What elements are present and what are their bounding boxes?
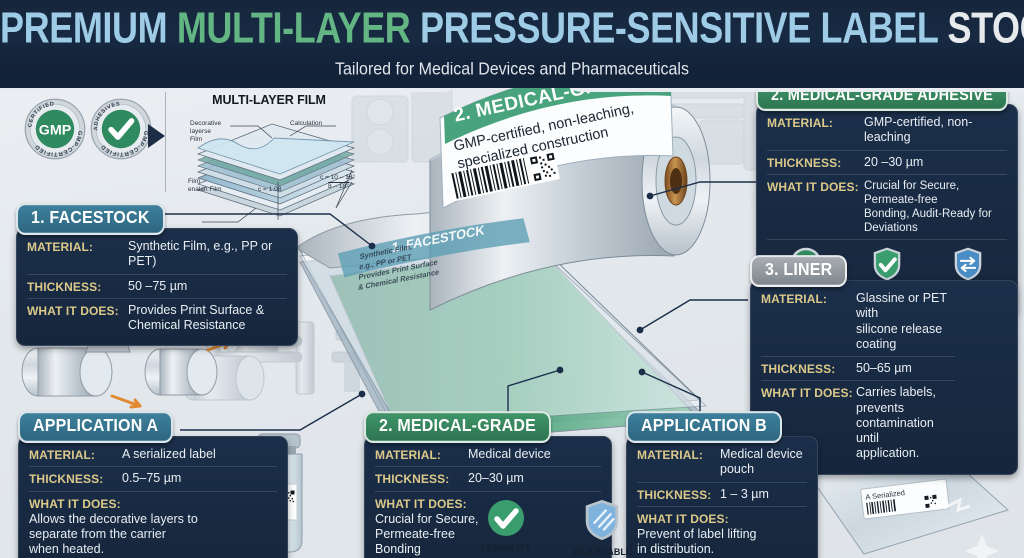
section-divider (165, 74, 166, 192)
row-value: Glassine or PET with silicone release co… (856, 291, 947, 351)
card-application-a[interactable]: APPLICATION A MATERIAL: A serialized lab… (18, 411, 288, 558)
svg-text:A Serialized: A Serialized (865, 488, 905, 502)
row-key: MATERIAL: (637, 448, 703, 462)
table-row: THICKNESS: 20–30 µm (375, 467, 601, 492)
row-value: Crucial for Secure, Permeate-free Bondin… (864, 179, 992, 234)
row-key: WHAT IT DOES: (27, 303, 119, 318)
row-key: MATERIAL: (375, 448, 441, 462)
row-value: 20 –30 µm (864, 154, 924, 169)
subtitle-bar: Tailored for Medical Devices and Pharmac… (0, 60, 1024, 88)
row-value: Crucial for Secure, Permeate-free Bondin… (375, 511, 479, 557)
row-key: WHAT IT DOES: (637, 511, 729, 526)
page-title: PREMIUM MULTI-LAYER PRESSURE-SENSITIVE L… (0, 2, 1024, 53)
table-row: WHAT IT DOES: Crucial for Secure, Permea… (767, 175, 1007, 240)
header-bar: PREMIUM MULTI-LAYER PRESSURE-SENSITIVE L… (0, 0, 1024, 62)
row-value: 1 – 3 µm (720, 486, 769, 501)
badge-caption: LEGIBILITY (481, 543, 531, 553)
row-value: A serialized label (122, 447, 216, 461)
card-application-b[interactable]: APPLICATION B MATERIAL: Medical device p… (626, 411, 818, 558)
table-row: THICKNESS: 20 –30 µm (767, 151, 1007, 175)
badge-caption: ADJUSTABLE CONSTRUCTION (566, 547, 639, 558)
table-row: WHAT IT DOES: Crucial for Secure, Permea… (375, 492, 601, 558)
row-key: MATERIAL: (29, 448, 95, 462)
badge-legibility[interactable]: LEGIBILITY (470, 498, 542, 558)
table-row: MATERIAL: Medical device (375, 443, 601, 468)
row-key: WHAT IT DOES: (375, 496, 467, 511)
row-value: Carries labels, prevents contamination u… (856, 385, 936, 461)
card-app-b-header: APPLICATION B (626, 411, 782, 443)
row-key: WHAT IT DOES: (29, 496, 121, 511)
blue-shield-icon (585, 499, 619, 541)
badge-adjustable-construction[interactable]: ADJUSTABLE CONSTRUCTION (930, 246, 1007, 308)
film-title-line2: MULTI-LAYER FILM (212, 92, 326, 107)
page-subtitle: Tailored for Medical Devices and Pharmac… (335, 60, 689, 80)
gmp-seal-icon: GMP GMP-CERTIFIED CERTIFIED (24, 98, 86, 160)
table-row: WHAT IT DOES: Provides Print Surface & C… (27, 299, 287, 338)
web-facestock-lines: Synthetic Film, e.g., PP or PET Provides… (358, 236, 441, 293)
flow-arrow-icon (148, 124, 165, 148)
table-row: THICKNESS: 50 –75 µm (27, 275, 287, 299)
row-key: THICKNESS: (761, 362, 836, 376)
card-facestock-header: 1. FACESTOCK (16, 203, 165, 235)
table-row: MATERIAL: Synthetic Film, e.g., PP or PE… (27, 235, 287, 275)
film-value-range: c = 10 – 18° 8 – 18° (320, 174, 355, 191)
table-row: THICKNESS: 0.5–75 µm (29, 467, 277, 492)
row-value: 0.5–75 µm (122, 471, 182, 486)
row-key: MATERIAL: (761, 292, 827, 306)
row-key: WHAT IT DOES: (767, 179, 859, 194)
table-row: WHAT IT DOES: Prevent of label lifting i… (637, 507, 807, 558)
row-value: 20–30 µm (468, 471, 524, 486)
row-key: THICKNESS: (637, 487, 712, 502)
row-value: 50 –75 µm (128, 278, 188, 293)
table-row: THICKNESS: 50–65 µm (761, 357, 955, 382)
card-app-a-body: MATERIAL: A serialized label THICKNESS: … (18, 436, 288, 558)
table-row: MATERIAL: GMP-certified, non-leaching (767, 111, 1007, 151)
title-part-pressure-sensitive-label: PRESSURE-SENSITIVE LABEL (420, 2, 948, 53)
card-facestock-body: MATERIAL: Synthetic Film, e.g., PP or PE… (16, 228, 298, 347)
blue-arrows-shield-icon (955, 247, 982, 281)
row-value: GMP-certified, non-leaching (864, 115, 973, 145)
card-liner-header: 3. LINER (750, 255, 848, 287)
row-key: THICKNESS: (29, 472, 104, 487)
card-app-a-header: APPLICATION A (18, 411, 174, 443)
title-part-premium: PREMIUM (0, 2, 177, 53)
row-value: Synthetic Film, e.g., PP or PET) (128, 239, 273, 269)
film-label-decorative: Decorative layerse Film (190, 120, 222, 143)
card-facestock[interactable]: 1. FACESTOCK MATERIAL: Synthetic Film, e… (16, 203, 298, 347)
film-value-range-line1: c = 10 – 18° (320, 174, 355, 181)
row-key: WHAT IT DOES: (761, 386, 853, 401)
row-value: 50–65 µm (856, 361, 912, 375)
film-label-calculation: Calculation (290, 120, 323, 127)
green-check-circle-icon (488, 500, 524, 536)
row-key: THICKNESS: (375, 472, 450, 487)
row-value: Allows the decorative layers to separate… (29, 511, 198, 557)
row-key: MATERIAL: (767, 116, 833, 130)
title-part-stock: STOCK (947, 2, 1024, 53)
green-check-shield-icon (873, 247, 901, 281)
card-app-b-body: MATERIAL: Medical device pouch THICKNESS… (626, 436, 818, 558)
row-key: MATERIAL: (27, 240, 93, 254)
row-value: Prevent of label lifting in distribution… (637, 526, 757, 556)
card-medical-grade-header: 2. MEDICAL-GRADE (364, 411, 551, 443)
check-seal-icon: GMP-CERTIFIED ADHESIVES (90, 98, 152, 160)
badge-adjustable-construction-bottom[interactable]: ADJUSTABLE CONSTRUCTION (558, 498, 646, 558)
table-row: THICKNESS: 1 – 3 µm (637, 483, 807, 507)
row-key: THICKNESS: (27, 279, 102, 294)
medical-grade-badge-strip: LEGIBILITY ADJUSTABLE CONSTRUCTION (470, 498, 646, 558)
row-value: Medical device pouch (720, 447, 803, 477)
row-value: Medical device (468, 447, 551, 461)
row-key: THICKNESS: (767, 155, 842, 170)
film-value-range-line2: 8 – 18° (328, 181, 349, 191)
row-value: Provides Print Surface & Chemical Resist… (128, 302, 265, 332)
table-row: WHAT IT DOES: Allows the decorative laye… (29, 492, 277, 558)
svg-text:GMP: GMP (39, 123, 72, 139)
table-row: MATERIAL: A serialized label (29, 443, 277, 468)
film-label-base: Film enalan Film (188, 178, 222, 193)
title-part-multi-layer: MULTI-LAYER (176, 2, 421, 53)
film-value-c: c = 1.08 (258, 186, 282, 193)
table-row: MATERIAL: Medical device pouch (637, 443, 807, 483)
table-row: MATERIAL: Glassine or PET with silicone … (761, 287, 955, 357)
